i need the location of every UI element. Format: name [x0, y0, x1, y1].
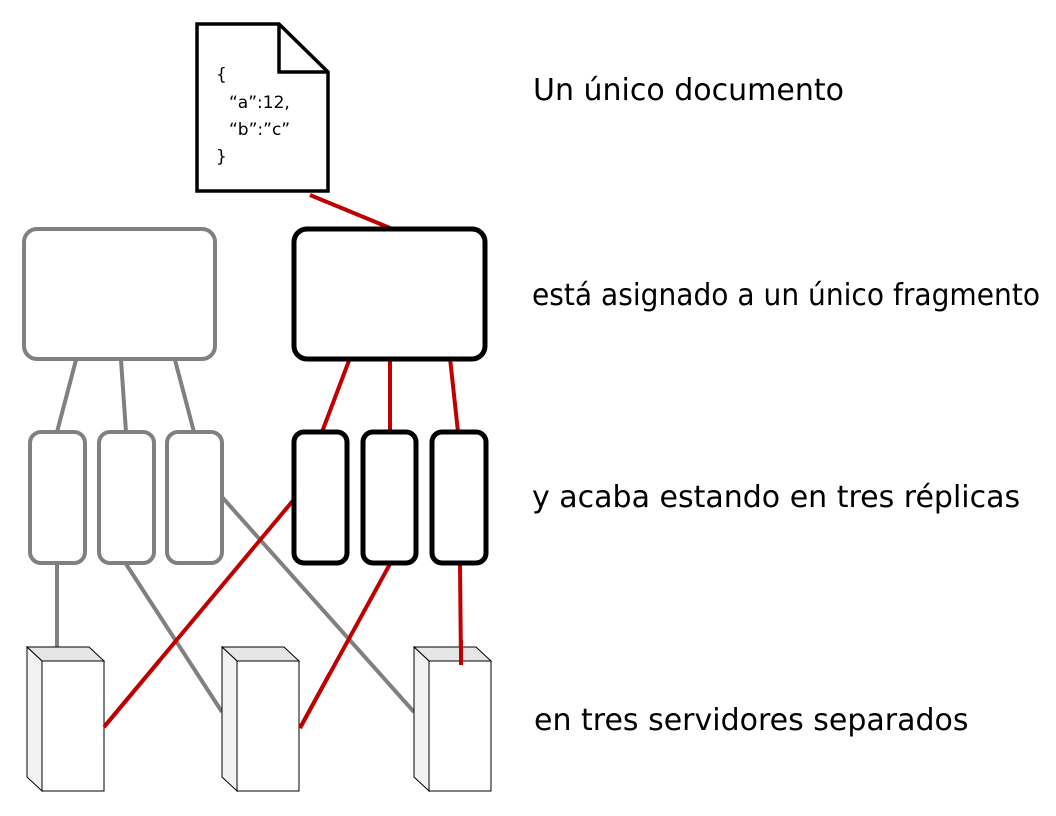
document-code-line: “a”:12, [229, 93, 290, 113]
replica-active [429, 429, 489, 566]
inactive-connections [55, 359, 416, 714]
replicas-active [291, 429, 489, 566]
replica-active [291, 429, 350, 566]
server-side [26, 645, 43, 793]
replica-to-server-line [102, 658, 162, 729]
server-side [413, 645, 430, 793]
shard-to-replica-line [173, 359, 196, 433]
shard-inactive [22, 227, 217, 361]
replica-inactive [165, 430, 224, 565]
replica-active [360, 429, 419, 566]
replicas-inactive [28, 430, 224, 565]
server-icon [220, 645, 301, 793]
caption-replicas: y acaba estando en tres réplicas [532, 480, 1020, 515]
shard-to-replica-line [448, 357, 460, 433]
document-page [195, 22, 330, 193]
server-side [221, 645, 238, 793]
server-icon [412, 645, 493, 793]
document-code-line: { [216, 65, 227, 85]
replica-inactive [28, 430, 87, 565]
shard-active [291, 226, 488, 362]
replica-inactive [97, 430, 156, 565]
document-code-line: “b”:”c” [229, 120, 290, 140]
server-entry-lines [102, 640, 463, 729]
shard-to-replica-line [119, 359, 128, 433]
caption-document: Un único documento [533, 73, 844, 108]
server-icon [25, 645, 106, 793]
replica-to-server-line [220, 495, 416, 714]
shard-to-replica-line [320, 357, 352, 433]
replica-to-server-line [298, 672, 332, 729]
caption-shard: está asignado a un único fragmento [532, 278, 1040, 313]
replica-to-server-line [124, 562, 224, 714]
server-front [41, 660, 105, 792]
shard-to-replica-line [55, 359, 78, 433]
document-fold [277, 24, 328, 74]
caption-servers: en tres servidores separados [534, 703, 969, 738]
server-front [236, 660, 300, 792]
server-front [428, 660, 492, 792]
document-code-line: } [216, 147, 227, 167]
document-to-shard-line [309, 193, 391, 230]
document-icon: { “a”:12, “b”:”c” } [195, 22, 330, 193]
